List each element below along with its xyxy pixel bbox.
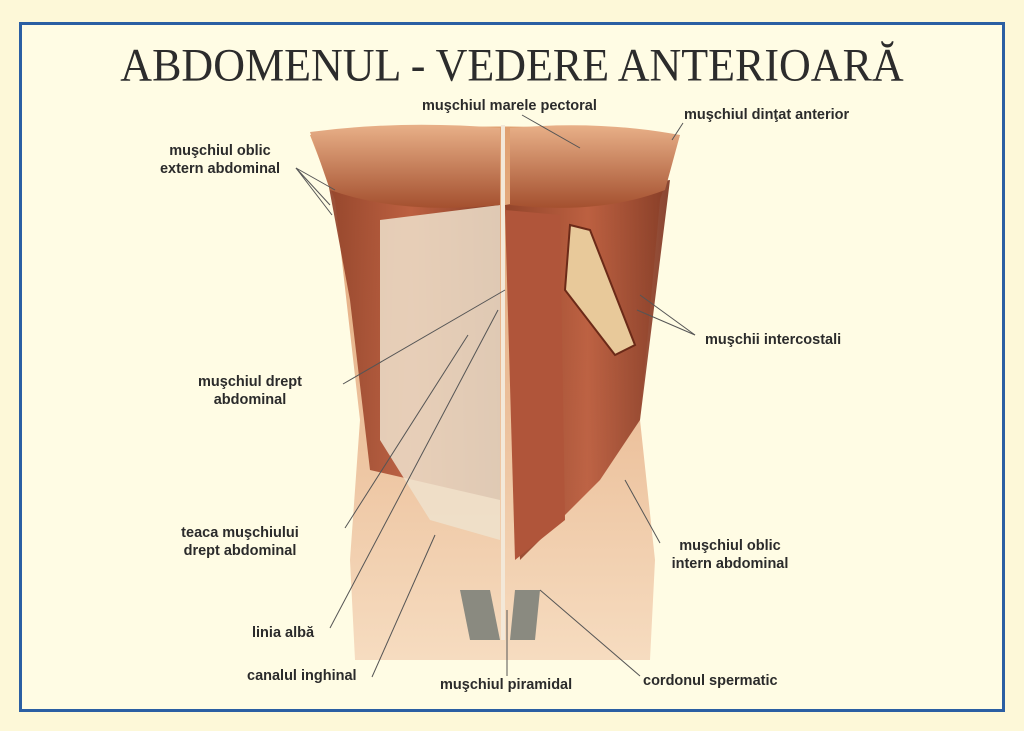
poster-title: ABDOMENUL - VEDERE ANTERIOARĂ [120, 39, 904, 92]
label-piramidal: muşchiul piramidal [440, 677, 573, 693]
label-intercostali: muşchii intercostali [705, 332, 842, 348]
label-line: extern abdominal [159, 161, 281, 177]
label-line: muşchiul oblic [169, 143, 271, 159]
label-line: drept abdominal [183, 543, 297, 559]
label-oblic-extern: muşchiul oblic extern abdominal [150, 142, 290, 178]
label-teaca: teaca muşchiului drept abdominal [170, 524, 310, 560]
label-drept-abdominal: muşchiul drept abdominal [185, 373, 315, 409]
label-oblic-intern: muşchiul oblic intern abdominal [660, 537, 800, 573]
label-line: muşchiul oblic [679, 538, 781, 554]
label-line: muşchiul drept [198, 374, 302, 390]
label-linia-alba: linia albă [252, 625, 315, 641]
label-cordonul-spermatic: cordonul spermatic [643, 673, 778, 689]
label-line: abdominal [213, 392, 287, 408]
label-canalul-inghinal: canalul inghinal [247, 668, 357, 684]
label-pectoral: muşchiul marele pectoral [422, 98, 597, 114]
label-line: intern abdominal [671, 556, 789, 572]
label-line: teaca muşchiului [181, 525, 299, 541]
label-dintat-anterior: muşchiul dinţat anterior [684, 107, 850, 123]
